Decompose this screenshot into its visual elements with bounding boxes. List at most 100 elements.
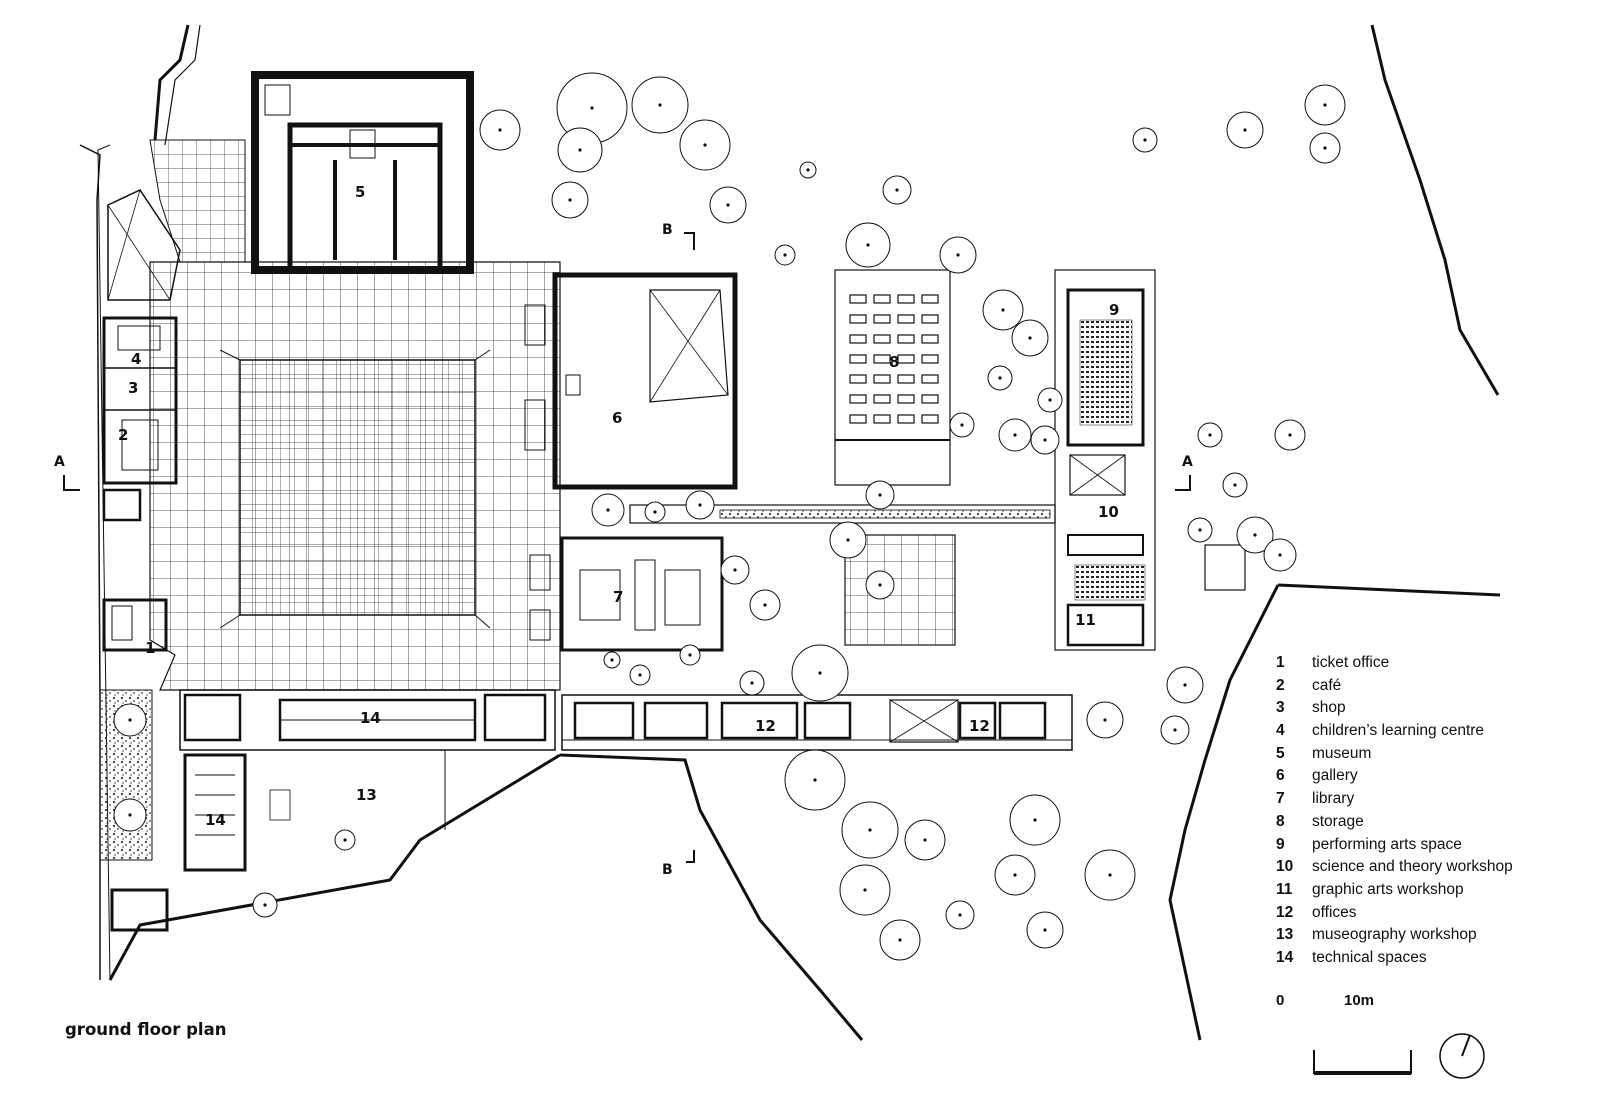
tree-trunk-icon (590, 106, 594, 110)
storage-rack (873, 414, 891, 424)
room-label-cafe: 2 (118, 426, 128, 444)
gallery-building (524, 272, 738, 490)
section-marker-b-south: B (662, 862, 673, 878)
tree-trunk-icon (1173, 728, 1177, 732)
storage-rack (873, 314, 891, 324)
room-label-graphic-arts: 11 (1075, 611, 1096, 629)
tree-trunk-icon (895, 188, 899, 192)
tree-trunk-icon (1143, 138, 1147, 142)
legend-label: performing arts space (1312, 835, 1462, 853)
tree-trunk-icon (1253, 533, 1257, 537)
tree-trunk-icon (606, 508, 610, 512)
tree-trunk-icon (1028, 336, 1032, 340)
tree-trunk-icon (1278, 553, 1282, 557)
scale-label-zero: 0 (1276, 992, 1285, 1009)
tree-trunk-icon (1323, 103, 1327, 107)
legend-number: 3 (1276, 699, 1285, 717)
tree-trunk-icon (958, 913, 962, 917)
room-label-technical-south: 14 (205, 811, 226, 829)
legend-label: library (1312, 790, 1355, 808)
tree-trunk-icon (868, 828, 872, 832)
legend-item: 10 science and theory workshop (1276, 856, 1576, 879)
tree-trunk-icon (998, 376, 1002, 380)
tree-trunk-icon (658, 103, 662, 107)
legend-item: 9 performing arts space (1276, 834, 1576, 857)
room-label-gallery: 6 (612, 409, 622, 427)
legend-item: 8 storage (1276, 811, 1576, 834)
tree-trunk-icon (1323, 146, 1327, 150)
tree-trunk-icon (1013, 873, 1017, 877)
storage-rack (897, 394, 915, 404)
storage-racks (849, 294, 939, 424)
legend-item: 5 museum (1276, 743, 1576, 766)
legend-number: 5 (1276, 744, 1285, 762)
legend-number: 10 (1276, 858, 1294, 876)
legend-label: shop (1312, 699, 1346, 717)
tree-trunk-icon (960, 423, 964, 427)
section-marker-a-east: A (1182, 454, 1193, 470)
tree-trunk-icon (568, 198, 572, 202)
room-label-shop: 3 (128, 379, 138, 397)
link-corridor (629, 504, 1056, 646)
tree-trunk-icon (763, 603, 767, 607)
tree-trunk-icon (783, 253, 787, 257)
tree-trunk-icon (898, 938, 902, 942)
room-label-offices-west: 12 (755, 717, 776, 735)
tree-trunk-icon (1288, 433, 1292, 437)
tree-trunk-icon (923, 838, 927, 842)
tree-trunk-icon (1108, 873, 1112, 877)
storage-rack (897, 334, 915, 344)
tree-trunk-icon (750, 681, 754, 685)
section-markers (63, 232, 1191, 863)
storage-rack (921, 334, 939, 344)
tree-trunk-icon (956, 253, 960, 257)
room-label-storage: 8 (889, 353, 899, 371)
south-wing (561, 694, 1073, 751)
tree-trunk-icon (1208, 433, 1212, 437)
legend-label: offices (1312, 903, 1357, 921)
room-label-offices-east: 12 (969, 717, 990, 735)
room-label-science-workshop: 10 (1098, 503, 1119, 521)
tree-trunk-icon (1103, 718, 1107, 722)
legend-number: 12 (1276, 903, 1294, 921)
legend-number: 13 (1276, 926, 1294, 944)
courtyard-plaza (149, 139, 561, 691)
tree-trunk-icon (498, 128, 502, 132)
tree-trunk-icon (863, 888, 867, 892)
storage-rack (921, 354, 939, 364)
tree-trunk-icon (128, 718, 132, 722)
north-arrow-icon (1439, 1033, 1485, 1079)
room-label-performing-arts: 9 (1109, 301, 1119, 319)
legend-label: science and theory workshop (1312, 858, 1513, 876)
legend-number: 8 (1276, 812, 1285, 830)
tree-trunk-icon (610, 658, 614, 662)
tree-trunk-icon (343, 838, 347, 842)
tree-trunk-icon (733, 568, 737, 572)
tree-trunk-icon (846, 538, 850, 542)
tree-trunk-icon (688, 653, 692, 657)
tree-trunk-icon (1013, 433, 1017, 437)
storage-rack (921, 414, 939, 424)
legend-item: 12 offices (1276, 902, 1576, 925)
legend-label: storage (1312, 812, 1364, 830)
storage-rack (873, 374, 891, 384)
room-label-library: 7 (613, 588, 623, 606)
tree-trunk-icon (1233, 483, 1237, 487)
tree-trunk-icon (726, 203, 730, 207)
tree-trunk-icon (1043, 928, 1047, 932)
workshop-building (110, 689, 556, 932)
storage-rack (873, 354, 891, 364)
legend-label: children’s learning centre (1312, 722, 1485, 740)
legend-number: 9 (1276, 835, 1285, 853)
section-marker-a-west: A (54, 454, 65, 470)
tree-trunk-icon (1048, 398, 1052, 402)
legend-label: technical spaces (1312, 948, 1427, 966)
storage-rack (873, 394, 891, 404)
storage-rack (873, 334, 891, 344)
legend-label: museum (1312, 744, 1372, 762)
